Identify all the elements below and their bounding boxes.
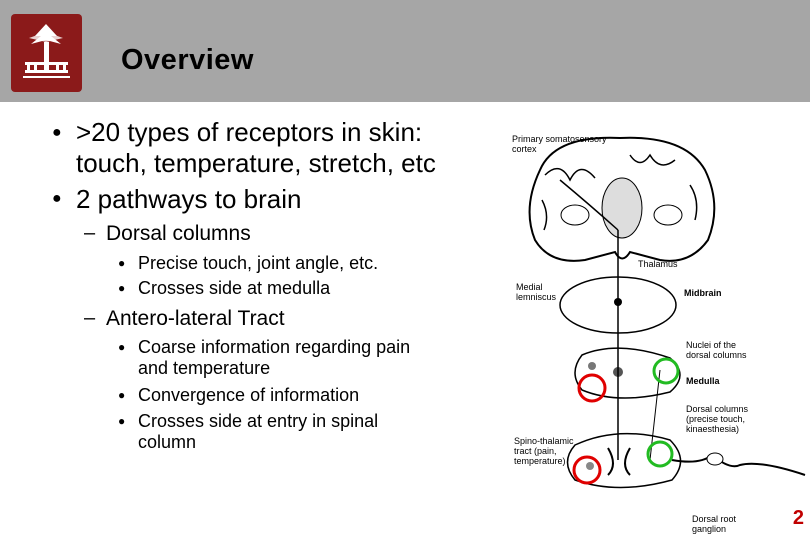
page-number: 2 (792, 507, 804, 529)
dorsal-item-1: Precise touch, joint angle, etc. (138, 253, 379, 273)
bullet-receptors-line2: touch, temperature, stretch, etc (76, 148, 436, 178)
dorsal-item-2: Crosses side at medulla (138, 278, 331, 298)
label-spino-thalamic-2: tract (pain, (514, 446, 557, 456)
bullet-dot-icon: ● (118, 414, 126, 428)
dash-icon: – (84, 307, 96, 329)
label-dorsal-root-1: Dorsal root (692, 514, 737, 524)
label-cortex-1: Primary somatosensory (512, 134, 607, 144)
label-spino-thalamic-1: Spino-thalamic (514, 436, 574, 446)
bullet-pathways: 2 pathways to brain (76, 184, 302, 214)
medulla-section (574, 347, 681, 399)
label-nuclei-2: dorsal columns (686, 350, 747, 360)
red-highlight-circle (572, 455, 602, 485)
slide-title: Overview (121, 44, 254, 76)
label-midbrain: Midbrain (684, 288, 722, 298)
dash-icon: – (84, 222, 96, 244)
label-dorsal-columns-1: Dorsal columns (686, 404, 749, 414)
label-dorsal-columns-2: (precise touch, (686, 414, 745, 424)
sub-antero-lateral: Antero-lateral Tract (106, 307, 285, 330)
red-highlight-circle (577, 373, 607, 403)
bullet-dot-icon: ● (118, 256, 126, 270)
label-medial-lemniscus-2: lemniscus (516, 292, 557, 302)
title-bar: Overview (0, 0, 810, 102)
bullet-receptors-line1: >20 types of receptors in skin: (76, 117, 423, 147)
label-dorsal-columns-3: kinaesthesia) (686, 424, 739, 434)
label-spino-thalamic-3: temperature) (514, 456, 566, 466)
label-nuclei-1: Nuclei of the (686, 340, 736, 350)
bullet-dot-icon: ● (52, 190, 62, 207)
antero-item-3-line2: column (138, 432, 197, 452)
antero-item-1-line1: Coarse information regarding pain (138, 337, 411, 357)
label-dorsal-root-2: ganglion (692, 524, 726, 534)
sub-dorsal-columns: Dorsal columns (106, 222, 251, 245)
antero-item-3-line1: Crosses side at entry in spinal (138, 411, 379, 431)
bullet-dot-icon: ● (118, 340, 126, 354)
university-logo (11, 14, 82, 92)
green-highlight-circle (646, 440, 674, 468)
bullet-dot-icon: ● (118, 388, 126, 402)
green-highlight-circle (652, 357, 680, 385)
palmetto-icon (23, 24, 70, 78)
spinal-cord-section (566, 432, 682, 489)
somatosensory-pathway-figure: Primary somatosensory cortex Thalamus Me… (512, 134, 806, 534)
bullet-dot-icon: ● (118, 281, 126, 295)
label-medulla: Medulla (686, 376, 720, 386)
label-cortex-2: cortex (512, 144, 537, 154)
antero-item-1-line2: and temperature (138, 358, 271, 378)
label-thalamus: Thalamus (638, 259, 678, 269)
antero-item-2: Convergence of information (138, 385, 360, 405)
bullet-dot-icon: ● (52, 124, 62, 141)
label-medial-lemniscus-1: Medial (516, 282, 543, 292)
